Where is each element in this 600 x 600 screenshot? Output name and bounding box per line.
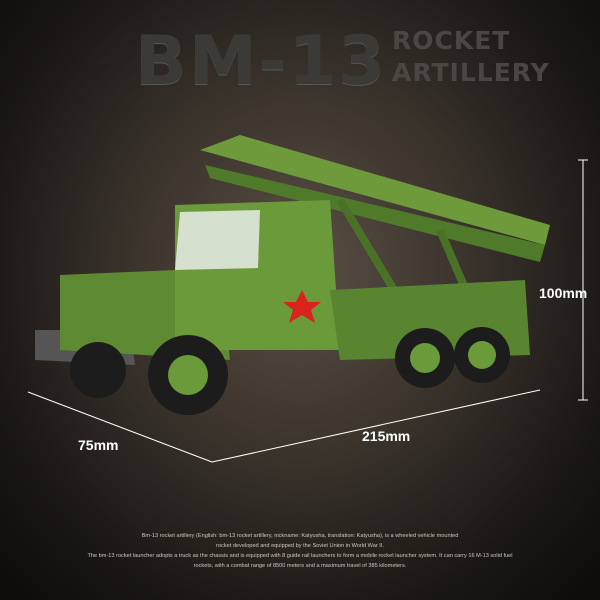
height-label: 100mm xyxy=(539,285,588,301)
description-line-2: rocket developed and equipped by the Sov… xyxy=(216,543,384,549)
description-line-4: rockets, with a combat range of 8500 met… xyxy=(193,563,407,569)
wheels xyxy=(70,327,510,415)
dimension-lines xyxy=(27,159,588,463)
star-icon xyxy=(283,290,321,323)
product-title: BM-13 xyxy=(135,22,388,101)
subtitle-line-2: ARTILLERY xyxy=(392,58,550,87)
width-label: 75mm xyxy=(78,437,119,453)
description-line-1: Bm-13 rocket artillery (English: bm-13 r… xyxy=(141,533,459,539)
length-label: 215mm xyxy=(362,428,411,444)
description-line-3: The bm-13 rocket launcher adopts a truck… xyxy=(87,553,513,559)
subtitle-line-1: ROCKET xyxy=(392,26,511,55)
rocket-launcher xyxy=(200,135,550,303)
windshield xyxy=(175,210,260,270)
